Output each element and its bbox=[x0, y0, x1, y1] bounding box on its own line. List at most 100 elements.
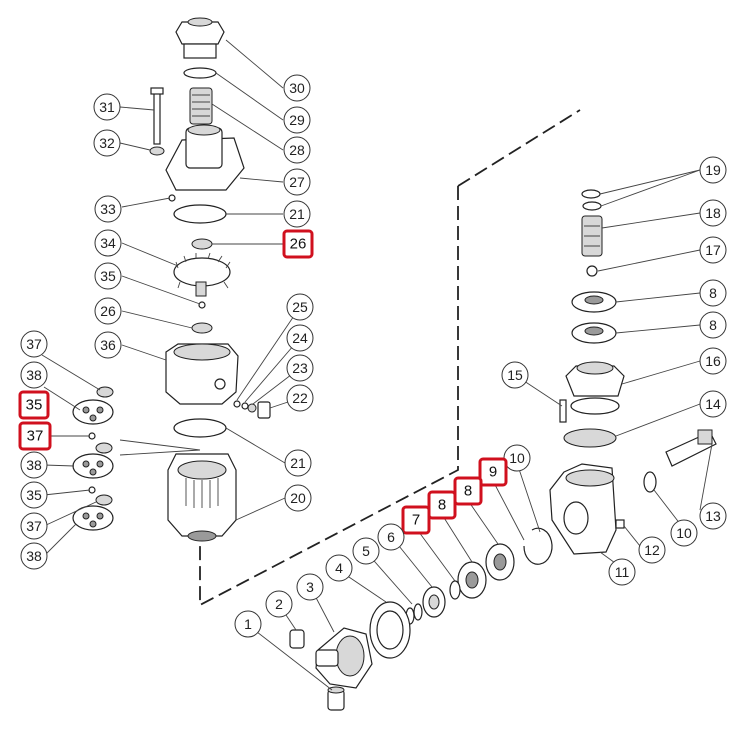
part-31-bolt bbox=[150, 87, 164, 145]
callout-label: 26 bbox=[100, 303, 116, 319]
part-34-impeller bbox=[173, 252, 231, 297]
part-21-seal-upper bbox=[173, 204, 227, 224]
callout-label: 37 bbox=[26, 518, 42, 534]
callout-c29[interactable]: 29 bbox=[283, 106, 311, 134]
callout-c26a[interactable]: 26 bbox=[282, 229, 314, 259]
callout-label: 37 bbox=[27, 428, 44, 445]
part-20-gear-housing bbox=[167, 453, 237, 542]
callout-label: 11 bbox=[615, 564, 630, 580]
callout-c38c[interactable]: 38 bbox=[20, 542, 48, 570]
callout-c14[interactable]: 14 bbox=[699, 390, 727, 418]
callout-c12[interactable]: 12 bbox=[638, 536, 666, 564]
callout-c38a[interactable]: 38 bbox=[20, 361, 48, 389]
part-14-seal-ring bbox=[563, 428, 617, 448]
callout-c26b[interactable]: 26 bbox=[94, 297, 122, 325]
part-8-bearing-shaft-b bbox=[457, 561, 487, 599]
callout-c19[interactable]: 19 bbox=[699, 156, 727, 184]
callout-label: 21 bbox=[289, 206, 305, 222]
callout-label: 38 bbox=[26, 367, 42, 383]
part-26-bushing-upper bbox=[191, 238, 213, 250]
leader-shaft-link bbox=[119, 439, 201, 451]
leader-shaft-link-2 bbox=[119, 449, 201, 456]
callout-c16[interactable]: 16 bbox=[699, 347, 727, 375]
callout-c36[interactable]: 36 bbox=[94, 331, 122, 359]
callout-label: 31 bbox=[99, 99, 115, 115]
callout-c35a[interactable]: 35 bbox=[94, 262, 122, 290]
callout-label: 10 bbox=[676, 525, 692, 541]
callout-c5[interactable]: 5 bbox=[352, 537, 380, 565]
callout-c20[interactable]: 20 bbox=[284, 484, 312, 512]
callout-c30[interactable]: 30 bbox=[283, 74, 311, 102]
callout-c25[interactable]: 25 bbox=[286, 293, 314, 321]
callout-label: 25 bbox=[292, 299, 308, 315]
callout-c34[interactable]: 34 bbox=[94, 229, 122, 257]
callout-label: 14 bbox=[705, 396, 721, 412]
callout-label: 10 bbox=[509, 450, 525, 466]
part-1-drain-plug bbox=[327, 686, 345, 711]
callout-c6[interactable]: 6 bbox=[377, 523, 405, 551]
callout-c3[interactable]: 3 bbox=[296, 573, 324, 601]
callout-label: 3 bbox=[306, 579, 314, 595]
callout-c10b[interactable]: 10 bbox=[503, 444, 531, 472]
callout-c18[interactable]: 18 bbox=[699, 199, 727, 227]
callout-c27[interactable]: 27 bbox=[283, 168, 311, 196]
callout-c17[interactable]: 17 bbox=[699, 236, 727, 264]
callout-c38b[interactable]: 38 bbox=[20, 451, 48, 479]
callout-c35c[interactable]: 35 bbox=[20, 481, 48, 509]
part-9-snap-ring bbox=[523, 527, 553, 565]
callout-c22[interactable]: 22 bbox=[286, 384, 314, 412]
callout-label: 28 bbox=[289, 142, 305, 158]
callout-c1[interactable]: 1 bbox=[234, 610, 262, 638]
callout-c31[interactable]: 31 bbox=[93, 93, 121, 121]
callout-c32[interactable]: 32 bbox=[93, 129, 121, 157]
callout-label: 8 bbox=[464, 483, 472, 500]
callout-c8d[interactable]: 8 bbox=[427, 490, 457, 520]
callout-c23[interactable]: 23 bbox=[286, 354, 314, 382]
callout-c8b[interactable]: 8 bbox=[699, 311, 727, 339]
part-29-oring bbox=[183, 67, 217, 79]
callout-label: 19 bbox=[705, 162, 721, 178]
callout-c33[interactable]: 33 bbox=[94, 195, 122, 223]
part-5-oring-a bbox=[413, 603, 423, 621]
callout-label: 35 bbox=[100, 268, 116, 284]
callout-label: 34 bbox=[100, 235, 116, 251]
callout-c24[interactable]: 24 bbox=[286, 324, 314, 352]
callout-c28[interactable]: 28 bbox=[283, 136, 311, 164]
callout-label: 35 bbox=[26, 397, 43, 414]
part-17-ring bbox=[586, 265, 598, 277]
callout-label: 30 bbox=[289, 80, 305, 96]
callout-c37a[interactable]: 37 bbox=[20, 330, 48, 358]
callout-c10a[interactable]: 10 bbox=[670, 519, 698, 547]
part-4-gasket bbox=[369, 601, 411, 659]
callout-label: 20 bbox=[290, 490, 306, 506]
callout-c9[interactable]: 9 bbox=[478, 457, 508, 487]
callout-label: 38 bbox=[26, 548, 42, 564]
callout-c21b[interactable]: 21 bbox=[284, 449, 312, 477]
callout-c8c[interactable]: 8 bbox=[453, 476, 483, 506]
callout-c2[interactable]: 2 bbox=[265, 590, 293, 618]
part-3-end-cover bbox=[315, 627, 373, 689]
callout-c13[interactable]: 13 bbox=[699, 502, 727, 530]
part-16-bearing-housing bbox=[565, 361, 625, 415]
part-19-oring-bottom bbox=[582, 201, 602, 211]
callout-label: 12 bbox=[644, 542, 660, 558]
callout-c7[interactable]: 7 bbox=[401, 505, 431, 535]
callout-label: 27 bbox=[289, 174, 305, 190]
part-30-fitting bbox=[175, 17, 225, 59]
callout-c37b[interactable]: 37 bbox=[18, 421, 52, 451]
callout-label: 22 bbox=[292, 390, 308, 406]
callout-label: 2 bbox=[275, 596, 283, 612]
part-26-bushing-lower bbox=[191, 322, 213, 334]
callout-c15[interactable]: 15 bbox=[501, 361, 529, 389]
callout-c21a[interactable]: 21 bbox=[283, 200, 311, 228]
callout-label: 1 bbox=[244, 616, 252, 632]
callout-c4[interactable]: 4 bbox=[325, 554, 353, 582]
callout-c37c[interactable]: 37 bbox=[20, 512, 48, 540]
part-15-screw bbox=[559, 399, 567, 423]
callout-label: 29 bbox=[289, 112, 305, 128]
callout-c8a[interactable]: 8 bbox=[699, 279, 727, 307]
callout-c11[interactable]: 11 bbox=[608, 558, 636, 586]
callout-c35b[interactable]: 35 bbox=[18, 390, 50, 420]
callout-label: 13 bbox=[705, 508, 721, 524]
callout-label: 23 bbox=[292, 360, 308, 376]
